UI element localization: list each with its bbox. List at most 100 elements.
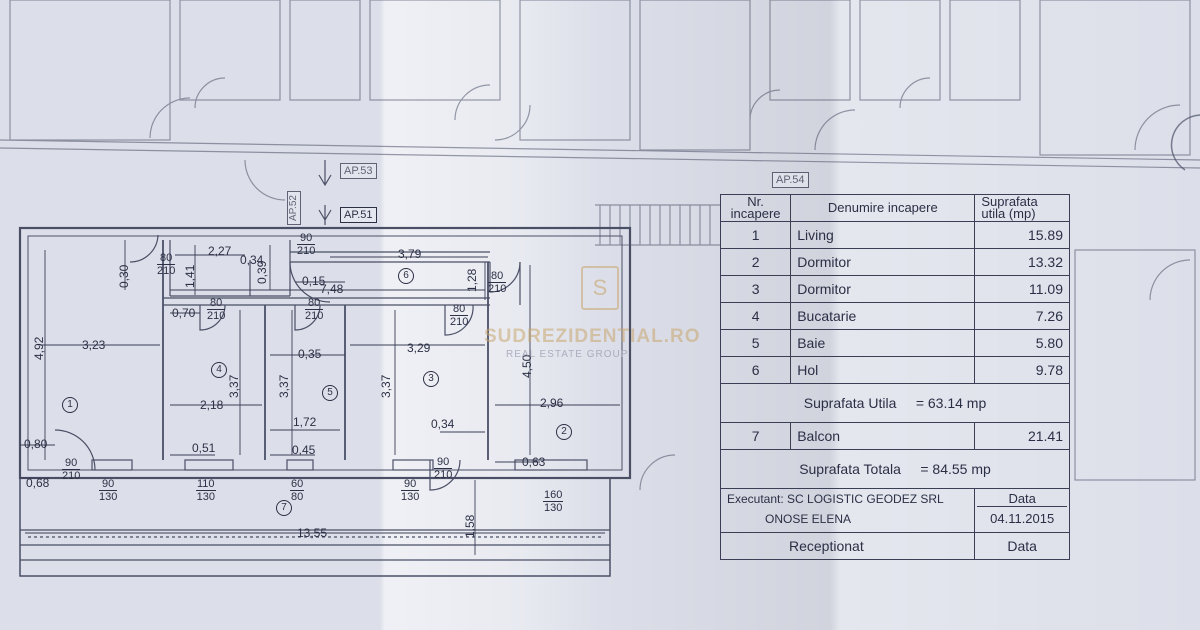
total-surface-label: Suprafata Totala	[799, 461, 901, 477]
dim-label: 0,30	[117, 264, 131, 288]
dim-label: 1,41	[183, 264, 197, 288]
room-number-2: 2	[556, 424, 572, 440]
apartment-tag-53: AP.53	[340, 163, 377, 179]
room-nr: 7	[719, 422, 792, 450]
surface-table: Nr. incapere Denumire incapere Suprafata…	[719, 194, 1070, 560]
room-number-4: 4	[211, 362, 227, 378]
dim-label: 0,80	[24, 437, 48, 451]
room-area: 15.89	[974, 221, 1070, 249]
room-name: Living	[790, 221, 976, 249]
room-nr: 3	[719, 275, 792, 303]
dim-label: 1,28	[465, 268, 479, 292]
room-nr: 6	[719, 356, 792, 384]
room-name: Baie	[790, 329, 976, 357]
dim-label: 0,34	[431, 417, 455, 431]
dim-label: 0,34	[240, 253, 264, 267]
total-surface-value: = 84.55 mp	[920, 461, 991, 477]
watermark-brand: SUDREZIDENTIAL.RO	[484, 326, 701, 347]
dim-label: 0,15	[302, 274, 326, 288]
dim-label: 0,63	[522, 455, 546, 469]
dim-label: 2,96	[540, 396, 564, 410]
room-name: Bucatarie	[790, 302, 976, 330]
apartment-tag-51: AP.51	[340, 207, 377, 223]
total-surface-row: Suprafata Totala = 84.55 mp	[720, 449, 1070, 489]
watermark-subtitle: REAL ESTATE GROUP	[506, 349, 629, 360]
dim-label: 0,35	[298, 347, 322, 361]
dim-label: 3,37	[379, 374, 393, 398]
useful-surface-row: Suprafata Utila = 63.14 mp	[720, 383, 1070, 423]
date-value: 04.11.2015	[990, 511, 1055, 526]
room-number-3: 3	[423, 371, 439, 387]
room-area: 21.41	[974, 422, 1070, 450]
dim-label: 1,58	[463, 514, 477, 538]
apartment-tag-54: AP.54	[772, 172, 809, 188]
dim-label: 3,23	[82, 338, 106, 352]
room-nr: 5	[719, 329, 792, 357]
dim-label: 0,39	[255, 260, 269, 284]
executant-person: ONOSE ELENA	[765, 512, 852, 526]
room-number-6: 6	[398, 268, 414, 284]
room-nr: 1	[719, 221, 792, 249]
room-area: 7.26	[974, 302, 1070, 330]
table-row: 1 Living 15.89	[719, 221, 1070, 249]
header-nr: Nr. incapere	[719, 194, 792, 222]
reception-label: Receptionat	[719, 532, 976, 560]
useful-surface-value: = 63.14 mp	[915, 395, 987, 411]
room-number-5: 5	[322, 385, 338, 401]
dim-label: 1,72	[293, 415, 317, 429]
useful-surface-label: Suprafata Utila	[803, 395, 897, 411]
table-row: 3 Dormitor 11.09	[719, 275, 1070, 303]
room-area: 13.32	[974, 248, 1070, 276]
executant-company: Executant: SC LOGISTIC GEODEZ SRL	[727, 492, 944, 506]
room-area: 5.80	[974, 329, 1070, 357]
dim-label: 0,45	[292, 443, 316, 457]
dim-label: 0,70	[172, 306, 196, 320]
reception-date-label: Data	[974, 532, 1070, 560]
dim-label: 0,51	[192, 441, 216, 455]
header-name: Denumire incapere	[790, 194, 976, 222]
dim-label: 7,48	[320, 282, 344, 296]
dim-label: 0,68	[26, 476, 50, 490]
brand-logo-icon: S	[581, 266, 619, 310]
dim-label: 2,18	[200, 398, 224, 412]
dim-label: 2,27	[208, 244, 232, 258]
table-header-row: Nr. incapere Denumire incapere Suprafata…	[719, 194, 1070, 222]
dim-label: 13,55	[297, 526, 328, 540]
table-row: 5 Baie 5.80	[719, 329, 1070, 357]
room-area: 11.09	[974, 275, 1070, 303]
room-name: Balcon	[790, 422, 976, 450]
date-label: Data	[977, 491, 1067, 507]
executant-row: Executant: SC LOGISTIC GEODEZ SRL ONOSE …	[719, 488, 1070, 533]
dim-label: 3,37	[277, 374, 291, 398]
room-nr: 2	[719, 248, 792, 276]
header-area: Suprafata utila (mp)	[974, 194, 1070, 222]
dim-label: 4,92	[32, 336, 46, 360]
room-number-1: 1	[62, 397, 78, 413]
room-nr: 4	[719, 302, 792, 330]
room-name: Hol	[790, 356, 976, 384]
table-row: 6 Hol 9.78	[719, 356, 1070, 384]
room-name: Dormitor	[790, 248, 976, 276]
balcony-row: 7 Balcon 21.41	[719, 422, 1070, 450]
apartment-tag-52: AP.52	[287, 191, 301, 225]
room-number-7: 7	[276, 500, 292, 516]
table-row: 2 Dormitor 13.32	[719, 248, 1070, 276]
dim-label: 3,29	[407, 341, 431, 355]
reception-row: Receptionat Data	[719, 532, 1070, 560]
table-row: 4 Bucatarie 7.26	[719, 302, 1070, 330]
